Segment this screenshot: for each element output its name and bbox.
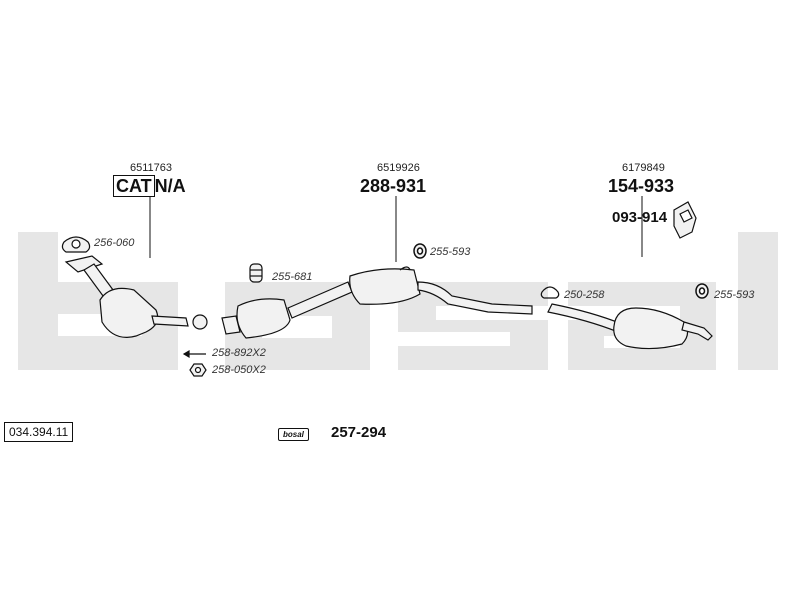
rubber-ring-mid-label: 255-593 bbox=[430, 246, 471, 258]
mid-front-silencer bbox=[221, 281, 353, 339]
rear-oe-number: 6179849 bbox=[622, 162, 665, 174]
bolt-label: 258-892X2 bbox=[212, 347, 266, 359]
bracket-icon bbox=[673, 201, 697, 239]
rear-part-number: 154-933 bbox=[608, 176, 675, 196]
rubber-ring-rear-icon bbox=[695, 283, 709, 299]
kit-number: 257-294 bbox=[331, 424, 387, 441]
centre-silencer-pipe bbox=[349, 266, 533, 315]
bosal-logo: bosal bbox=[278, 428, 309, 441]
bolt-icon bbox=[182, 349, 206, 359]
clamp-rear-label: 250-258 bbox=[564, 289, 605, 301]
rubber-mount-mid-icon bbox=[249, 263, 263, 283]
rubber-ring-mid-icon bbox=[413, 243, 427, 259]
middle-oe-number: 6519926 bbox=[377, 162, 420, 174]
gasket-front-icon bbox=[61, 236, 91, 253]
rubber-ring-rear-label: 255-593 bbox=[714, 289, 755, 301]
middle-part-number: 288-931 bbox=[360, 176, 427, 196]
front-downpipe-catalyst bbox=[64, 255, 208, 338]
clamp-rear-icon bbox=[540, 286, 560, 299]
nut-label: 258-050X2 bbox=[212, 364, 266, 376]
cat-value: N/A bbox=[154, 176, 186, 196]
rubber-mount-mid-label: 255-681 bbox=[272, 271, 313, 283]
nut-icon bbox=[189, 363, 207, 377]
rear-silencer bbox=[547, 303, 713, 350]
leader-lines bbox=[149, 196, 643, 262]
front-oe-number: 6511763 bbox=[130, 162, 173, 174]
reference-number: 034.394.11 bbox=[4, 422, 74, 442]
cat-label: CAT bbox=[113, 175, 155, 197]
bracket-part-number: 093-914 bbox=[612, 209, 668, 226]
gasket-front-label: 256-060 bbox=[94, 237, 135, 249]
